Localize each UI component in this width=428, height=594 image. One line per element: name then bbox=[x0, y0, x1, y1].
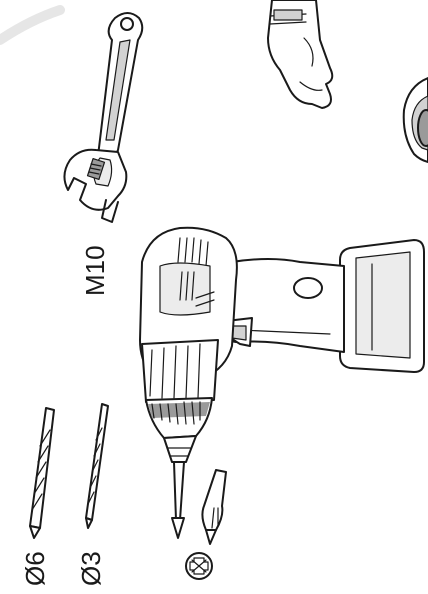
drill-bit-3mm-icon bbox=[86, 404, 108, 528]
safety-goggles-icon bbox=[404, 78, 428, 162]
wrench-size-label: M10 bbox=[80, 245, 110, 296]
drill-bit-small-label: Ø3 bbox=[76, 551, 106, 586]
phillips-head-symbol-icon bbox=[186, 553, 212, 579]
cordless-drill-icon bbox=[140, 228, 424, 538]
drill-bit-6mm-icon bbox=[30, 408, 54, 538]
adjustable-wrench-icon bbox=[64, 13, 142, 222]
work-glove-icon bbox=[268, 0, 332, 108]
drill-bit-large-label: Ø6 bbox=[20, 551, 50, 586]
phillips-screwdriver-bit-icon bbox=[202, 470, 226, 544]
watermark bbox=[0, 10, 60, 40]
